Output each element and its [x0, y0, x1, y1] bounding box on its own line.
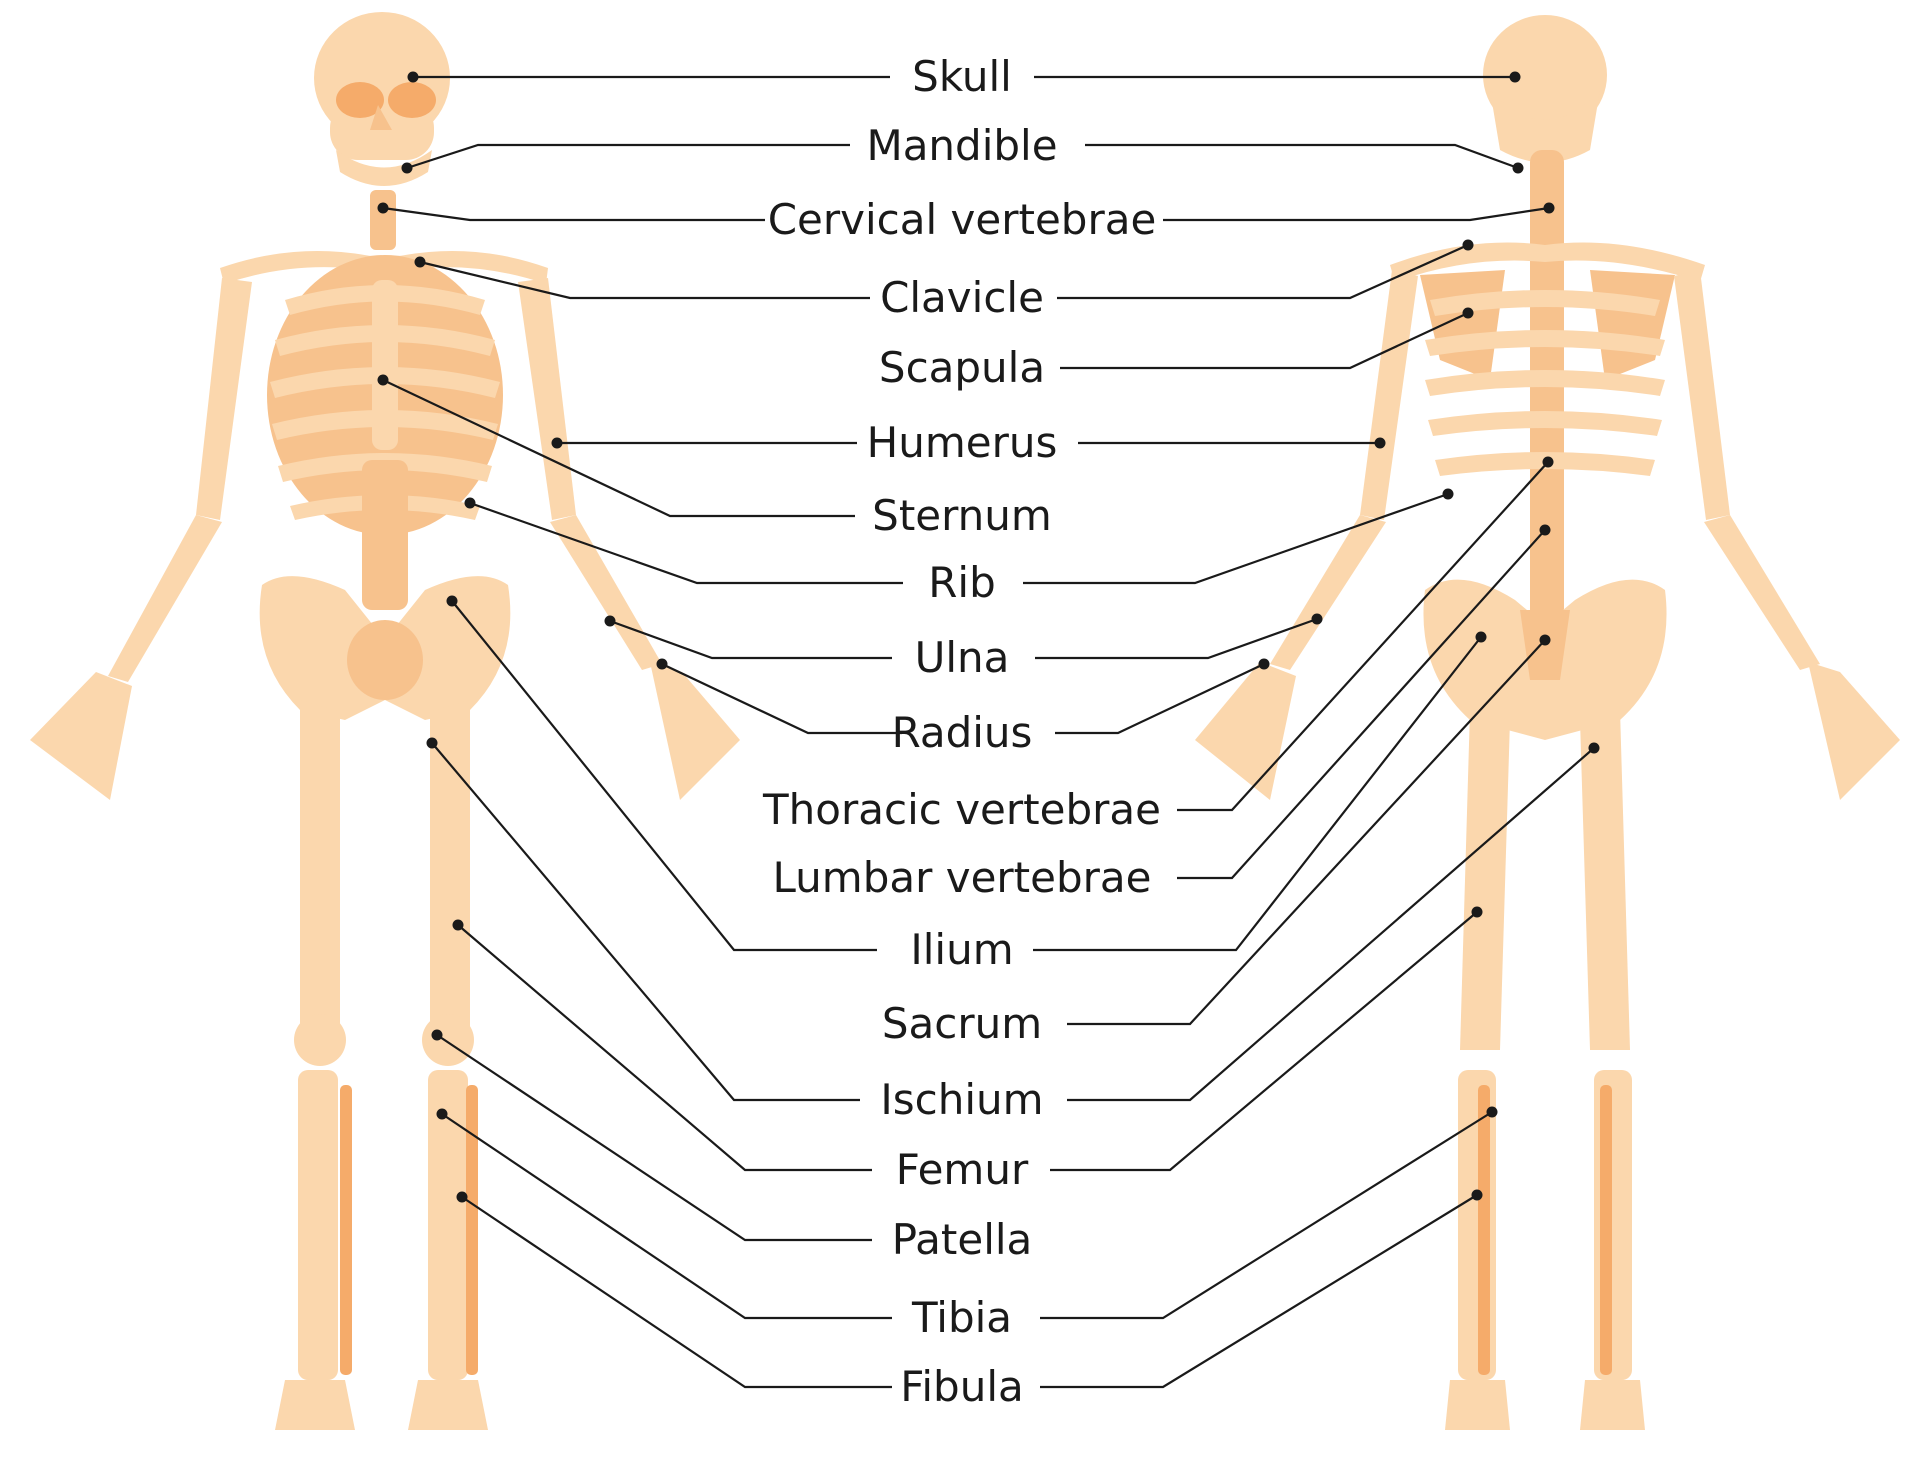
label-tibia: Tibia [911, 1293, 1012, 1342]
label-fibula: Fibula [900, 1362, 1023, 1411]
label-radius: Radius [892, 708, 1033, 757]
label-rib: Rib [928, 558, 996, 607]
label-clavicle: Clavicle [880, 273, 1044, 322]
label-ischium: Ischium [880, 1075, 1043, 1124]
label-lumbar-vertebrae: Lumbar vertebrae [773, 853, 1152, 902]
label-sacrum: Sacrum [882, 999, 1042, 1048]
label-thoracic-vertebrae: Thoracic vertebrae [762, 785, 1161, 834]
bone-labels: Skull Mandible Cervical vertebrae Clavic… [762, 52, 1161, 1411]
leader-lines [382, 75, 1595, 1389]
posterior-skeleton [1195, 15, 1900, 1430]
label-sternum: Sternum [872, 491, 1052, 540]
label-ulna: Ulna [915, 633, 1010, 682]
label-mandible: Mandible [866, 121, 1057, 170]
anterior-skeleton [30, 12, 740, 1430]
label-cervical-vertebrae: Cervical vertebrae [768, 195, 1157, 244]
label-femur: Femur [896, 1145, 1029, 1194]
label-skull: Skull [912, 52, 1012, 101]
leader-dots [377, 71, 1600, 1203]
label-scapula: Scapula [879, 343, 1045, 392]
label-patella: Patella [892, 1215, 1033, 1264]
label-humerus: Humerus [867, 418, 1058, 467]
label-ilium: Ilium [910, 925, 1013, 974]
